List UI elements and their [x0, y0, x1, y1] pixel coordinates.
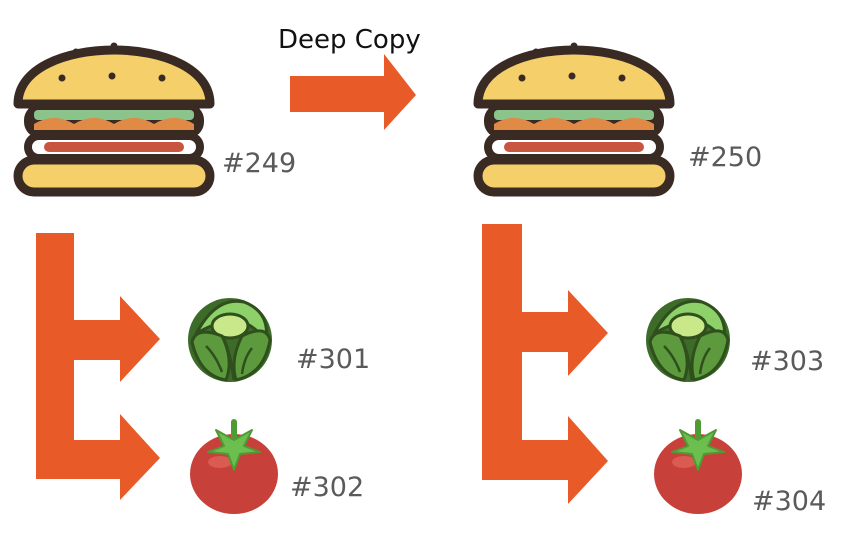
copied-tomato-id-label: #304: [752, 486, 826, 517]
burger-icon: [478, 43, 670, 193]
arrow-to-tomato-icon: [74, 414, 160, 500]
original-tomato: [190, 422, 278, 514]
original-burger-id-label: #249: [222, 148, 296, 179]
tomato-icon: [654, 422, 742, 514]
arrow-to-lettuce-icon: [74, 296, 160, 382]
deep-copy-caption: Deep Copy: [278, 25, 421, 55]
original-lettuce: [186, 296, 274, 384]
reference-trunk: [482, 224, 522, 480]
original-lettuce-id-label: #301: [296, 344, 370, 375]
copied-burger-id-label: #250: [688, 142, 762, 173]
original-tomato-id-label: #302: [290, 472, 364, 503]
burger-icon: [18, 43, 210, 193]
arrow-to-tomato-icon: [522, 416, 608, 504]
original-reference-arrows: [36, 233, 160, 500]
copied-tomato: [654, 422, 742, 514]
original-burger: [18, 43, 210, 193]
copy-reference-arrows: [482, 224, 608, 504]
lettuce-icon: [186, 296, 274, 384]
copied-lettuce: [644, 296, 732, 384]
arrow-to-lettuce-icon: [522, 290, 608, 376]
deep-copy-arrow-icon: [290, 54, 416, 130]
copied-lettuce-id-label: #303: [750, 346, 824, 377]
lettuce-icon: [644, 296, 732, 384]
reference-trunk: [36, 233, 74, 479]
tomato-icon: [190, 422, 278, 514]
copied-burger: [478, 43, 670, 193]
